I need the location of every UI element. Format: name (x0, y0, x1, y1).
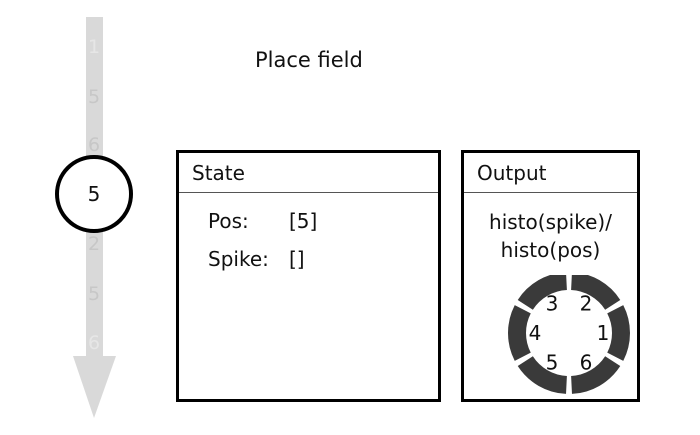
state-row-spike: Spike: [] (208, 247, 388, 275)
wheel-label-1: 1 (597, 321, 610, 345)
wheel-segment-3 (517, 275, 567, 310)
wheel-label-5: 5 (546, 350, 559, 374)
state-value-spike: [] (289, 247, 305, 271)
wheel-label-2: 2 (580, 292, 593, 316)
state-label-spike: Spike: (208, 247, 269, 271)
track-label-1: 1 (88, 36, 100, 58)
wheel-segment-4 (508, 305, 531, 361)
track-label-6a: 6 (88, 134, 100, 156)
diagram-title: Place field (255, 48, 363, 72)
position-track: 1 5 6 2 5 6 5 (55, 17, 133, 418)
wheel-segment-5 (517, 356, 567, 394)
track-label-5b: 5 (88, 283, 100, 305)
wheel-segment-2 (571, 275, 621, 310)
wheel-label-6: 6 (580, 350, 593, 374)
wheel-segment-1 (607, 305, 630, 361)
track-label-5a: 5 (88, 86, 100, 108)
state-row-pos: Pos: [5] (208, 209, 388, 237)
state-label-pos: Pos: (208, 209, 249, 233)
wheel-label-4: 4 (529, 321, 542, 345)
wheel-segment-6 (571, 356, 621, 394)
formula-line-2: histo(pos) (500, 238, 601, 262)
current-position-ring (55, 155, 133, 233)
wheel-label-3: 3 (546, 292, 559, 316)
state-panel-title: State (179, 153, 438, 193)
track-arrowhead (73, 356, 116, 418)
current-position-value: 5 (88, 182, 101, 206)
state-panel: State Pos: [5] Spike: [] (176, 150, 441, 402)
formula-line-1: histo(spike)/ (489, 210, 612, 234)
track-label-2: 2 (88, 233, 100, 255)
state-value-pos: [5] (289, 209, 318, 233)
track-label-6b: 6 (88, 332, 100, 354)
output-panel-title: Output (464, 153, 637, 193)
